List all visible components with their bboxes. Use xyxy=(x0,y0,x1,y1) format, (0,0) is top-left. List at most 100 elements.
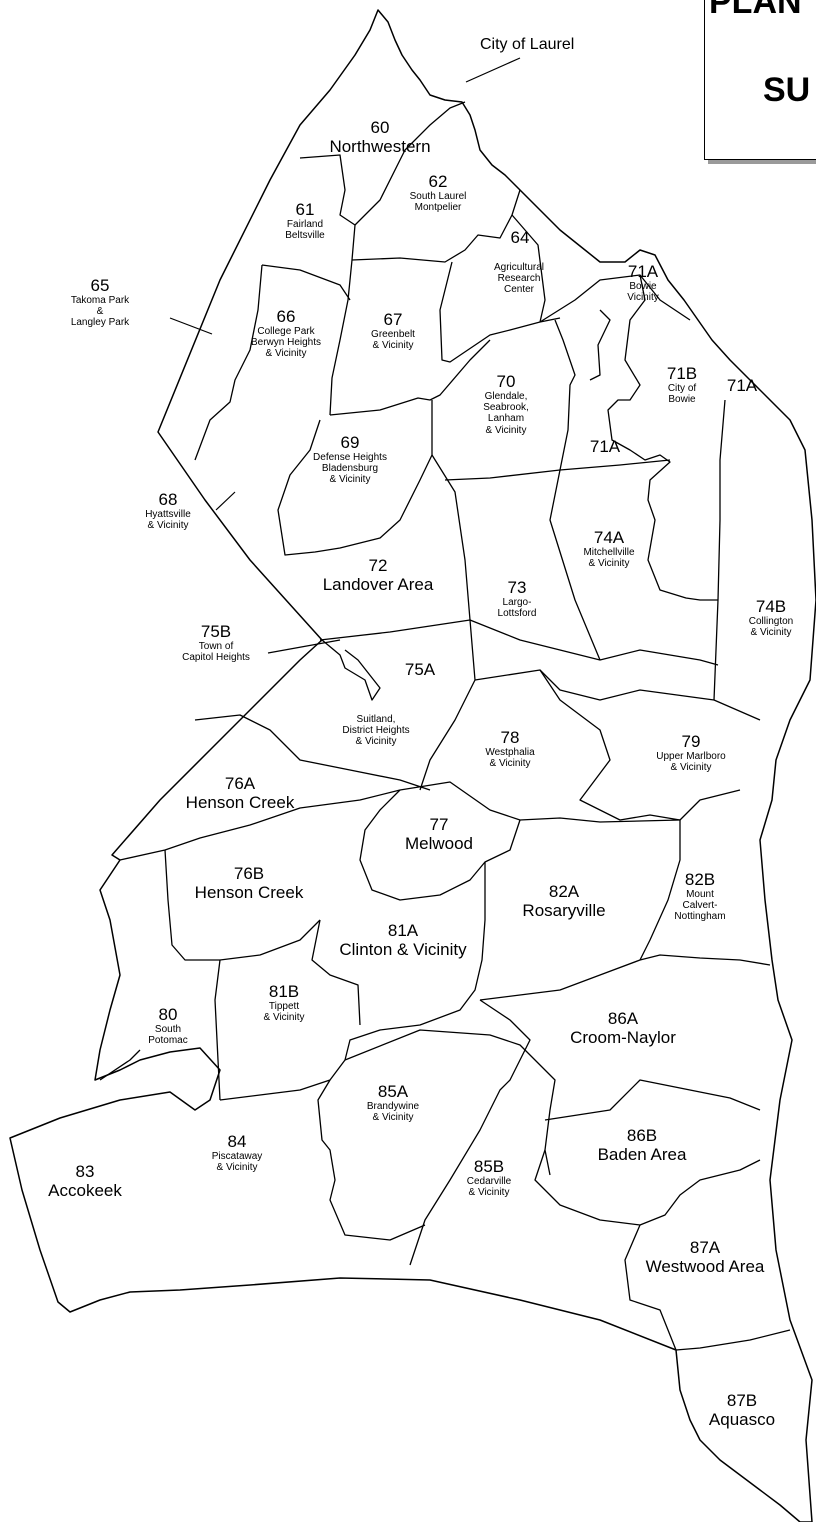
area-number: 66 xyxy=(276,307,296,326)
area-68-leader xyxy=(215,491,236,511)
area-number: 86B xyxy=(626,1126,658,1145)
area-name: & Vicinity xyxy=(265,348,307,360)
area-number: 81A xyxy=(387,921,419,940)
area-name: Center xyxy=(503,284,534,296)
area-name: & Vicinity xyxy=(588,558,630,570)
area-number: 78 xyxy=(500,728,520,747)
area-label-71a2: 71A xyxy=(727,376,757,395)
area-number: 70 xyxy=(496,372,516,391)
city-of-laurel-label: City of Laurel xyxy=(480,36,575,53)
area-number: 64 xyxy=(510,228,530,247)
area-number: 87B xyxy=(726,1391,758,1410)
area-name: Henson Creek xyxy=(194,883,304,903)
area-name: South Laurel xyxy=(409,191,467,203)
area-name: Nottingham xyxy=(674,911,726,923)
area-name: Fairland xyxy=(286,219,324,231)
area-name: Beltsville xyxy=(285,230,325,242)
area-name: Glendale, xyxy=(484,391,528,403)
area-label-75an: Suitland,District Heights& Vicinity xyxy=(342,714,409,748)
area-name: Brandywine xyxy=(366,1101,420,1113)
area-name: Bowie xyxy=(629,281,657,293)
area-number: 77 xyxy=(429,815,449,834)
area-name: & Vicinity xyxy=(372,340,414,352)
title-line-2: SU xyxy=(763,71,811,109)
area-name: Hyattsville xyxy=(145,509,191,521)
area-number: 82A xyxy=(548,882,580,901)
area-name: Largo- xyxy=(502,597,532,609)
area-name: Clinton & Vicinity xyxy=(339,940,467,960)
area-number: 69 xyxy=(340,433,360,452)
area-name: & Vicinity xyxy=(489,758,531,770)
area-number: 71A xyxy=(627,262,659,281)
area-name: & Vicinity xyxy=(670,762,712,774)
area-number: 74B xyxy=(755,597,787,616)
area-number: 72 xyxy=(368,556,388,575)
area-name: Bowie xyxy=(668,394,696,406)
area-number: 73 xyxy=(507,578,527,597)
area-number: 76B xyxy=(233,864,265,883)
area-75b-leader xyxy=(267,639,341,654)
area-name: & Vicinity xyxy=(468,1187,510,1199)
area-number: 65 xyxy=(90,276,110,295)
area-name: Mount xyxy=(686,889,714,901)
area-name: Northwestern xyxy=(329,137,431,157)
title-box: PLAN SU xyxy=(704,0,816,160)
area-name: & Vicinity xyxy=(216,1162,258,1174)
area-name: Landover Area xyxy=(322,575,434,595)
area-name: Aquasco xyxy=(708,1410,776,1430)
area-name: Berwyn Heights xyxy=(250,337,322,349)
area-name: & Vicinity xyxy=(263,1012,305,1024)
area-name: & Vicinity xyxy=(372,1112,414,1124)
area-name: Mitchellville xyxy=(583,547,635,559)
area-name: & Vicinity xyxy=(329,474,371,486)
area-name: Greenbelt xyxy=(371,329,415,341)
area-name: Upper Marlboro xyxy=(656,751,726,763)
area-name: Capitol Heights xyxy=(182,652,250,664)
laurel-leader xyxy=(465,57,521,83)
area-name: & Vicinity xyxy=(147,520,189,532)
area-name: Croom-Naylor xyxy=(570,1028,676,1048)
area-name: Town of xyxy=(198,641,234,653)
area-name: Piscataway xyxy=(211,1151,263,1163)
area-number: 67 xyxy=(383,310,403,329)
area-name: & xyxy=(96,306,104,318)
planning-area-boundaries xyxy=(99,101,791,1351)
area-number: 75B xyxy=(200,622,232,641)
area-name: & Vicinity xyxy=(750,627,792,639)
area-number: 79 xyxy=(681,732,701,751)
area-name: Vicinity xyxy=(627,292,659,304)
area-name: Melwood xyxy=(404,834,474,854)
area-number: 71A xyxy=(589,437,621,456)
area-name: Cedarville xyxy=(466,1176,512,1188)
area-name: Research xyxy=(497,273,541,285)
area-number: 83 xyxy=(75,1162,95,1181)
area-name: Lottsford xyxy=(497,608,537,620)
area-name: College Park xyxy=(257,326,315,338)
area-name: Suitland, xyxy=(356,714,396,725)
area-number: 80 xyxy=(158,1005,178,1024)
area-name: Defense Heights xyxy=(313,452,387,464)
